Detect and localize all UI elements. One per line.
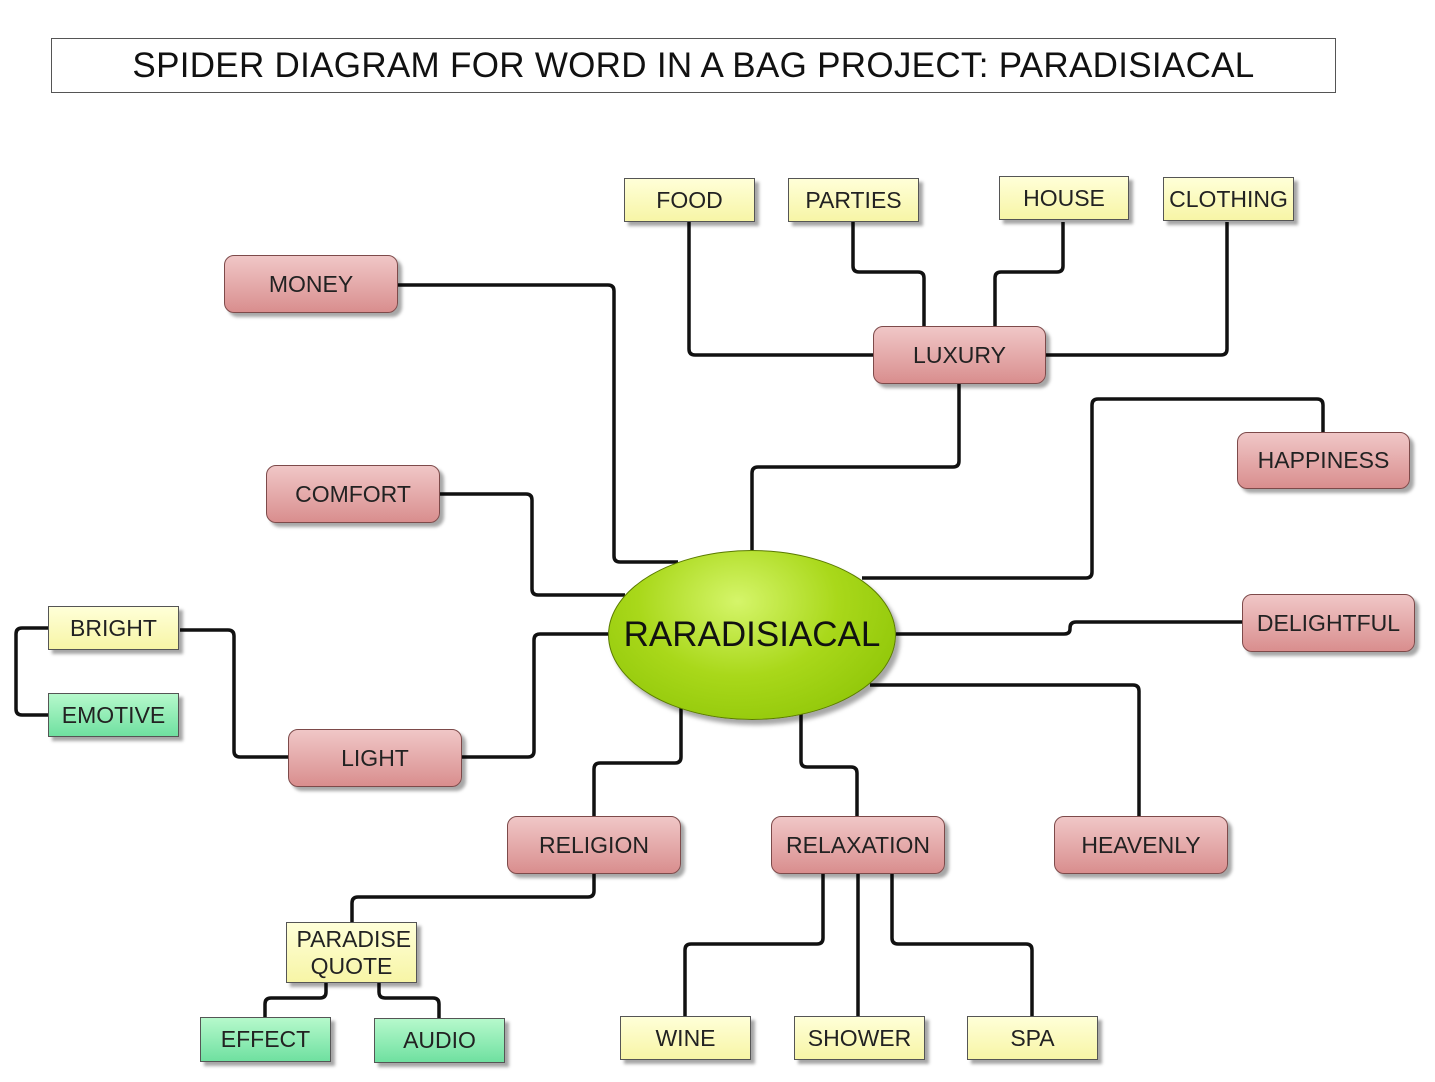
- node-paradise-quote-label: PARADISE QUOTE: [296, 926, 412, 979]
- node-effect[interactable]: EFFECT: [200, 1017, 331, 1062]
- node-light[interactable]: LIGHT: [288, 729, 462, 787]
- node-emotive-label: EMOTIVE: [61, 701, 166, 728]
- link-spa: [890, 874, 1034, 1016]
- diagram-title: SPIDER DIAGRAM FOR WORD IN A BAG PROJECT…: [51, 38, 1336, 93]
- node-house-label: HOUSE: [1023, 184, 1105, 211]
- link-comfort: [440, 492, 625, 597]
- link-wine: [683, 874, 825, 1016]
- link-money: [398, 283, 678, 564]
- node-parties-label: PARTIES: [805, 186, 902, 213]
- node-effect-label: EFFECT: [220, 1026, 311, 1053]
- node-audio-label: AUDIO: [403, 1027, 476, 1054]
- link-relaxation: [799, 714, 859, 816]
- node-house[interactable]: HOUSE: [999, 176, 1129, 220]
- node-emotive[interactable]: EMOTIVE: [48, 693, 179, 737]
- link-audio: [377, 983, 441, 1018]
- node-heavenly[interactable]: HEAVENLY: [1054, 816, 1228, 874]
- node-heavenly-label: HEAVENLY: [1081, 831, 1201, 858]
- node-light-label: LIGHT: [341, 744, 409, 771]
- node-wine-label: WINE: [655, 1024, 716, 1051]
- node-paradise-quote[interactable]: PARADISE QUOTE: [286, 922, 417, 983]
- link-bright-emotive: [14, 626, 48, 717]
- node-comfort-label: COMFORT: [295, 480, 411, 507]
- node-bright-label: BRIGHT: [70, 614, 157, 641]
- node-relaxation-label: RELAXATION: [786, 831, 930, 858]
- node-delightful-label: DELIGHTFUL: [1256, 609, 1401, 636]
- link-happiness: [862, 397, 1325, 580]
- node-clothing-label: CLOTHING: [1169, 185, 1288, 212]
- center-label: RARADISIACAL: [623, 614, 881, 654]
- node-luxury[interactable]: LUXURY: [873, 326, 1046, 384]
- link-house: [993, 222, 1065, 326]
- link-effect: [263, 983, 328, 1017]
- node-shower[interactable]: SHOWER: [794, 1016, 925, 1060]
- node-religion-label: RELIGION: [539, 831, 649, 858]
- node-money[interactable]: MONEY: [224, 255, 398, 313]
- node-shower-label: SHOWER: [807, 1024, 912, 1051]
- link-luxury: [750, 384, 961, 550]
- node-religion[interactable]: RELIGION: [507, 816, 681, 874]
- node-spa-label: SPA: [1010, 1024, 1055, 1051]
- node-food-label: FOOD: [656, 186, 723, 213]
- node-spa[interactable]: SPA: [967, 1016, 1098, 1060]
- link-delightful: [896, 620, 1242, 636]
- link-light: [462, 632, 608, 759]
- node-delightful[interactable]: DELIGHTFUL: [1242, 594, 1415, 652]
- center-node[interactable]: RARADISIACAL: [608, 550, 896, 720]
- link-food: [687, 222, 873, 357]
- node-happiness-label: HAPPINESS: [1257, 447, 1390, 474]
- link-clothing: [1046, 222, 1229, 357]
- node-luxury-label: LUXURY: [913, 341, 1006, 368]
- node-comfort[interactable]: COMFORT: [266, 465, 440, 523]
- link-paradise-quote: [350, 874, 596, 922]
- node-parties[interactable]: PARTIES: [788, 178, 919, 222]
- link-bright-light: [180, 628, 288, 759]
- node-bright[interactable]: BRIGHT: [48, 606, 179, 650]
- node-audio[interactable]: AUDIO: [374, 1018, 505, 1063]
- node-money-label: MONEY: [268, 270, 354, 297]
- link-parties: [851, 222, 926, 326]
- node-food[interactable]: FOOD: [624, 178, 755, 222]
- node-relaxation[interactable]: RELAXATION: [771, 816, 945, 874]
- node-happiness[interactable]: HAPPINESS: [1237, 432, 1410, 489]
- link-heavenly: [870, 683, 1141, 816]
- link-religion: [592, 708, 683, 816]
- node-clothing[interactable]: CLOTHING: [1163, 177, 1294, 221]
- node-wine[interactable]: WINE: [620, 1016, 751, 1060]
